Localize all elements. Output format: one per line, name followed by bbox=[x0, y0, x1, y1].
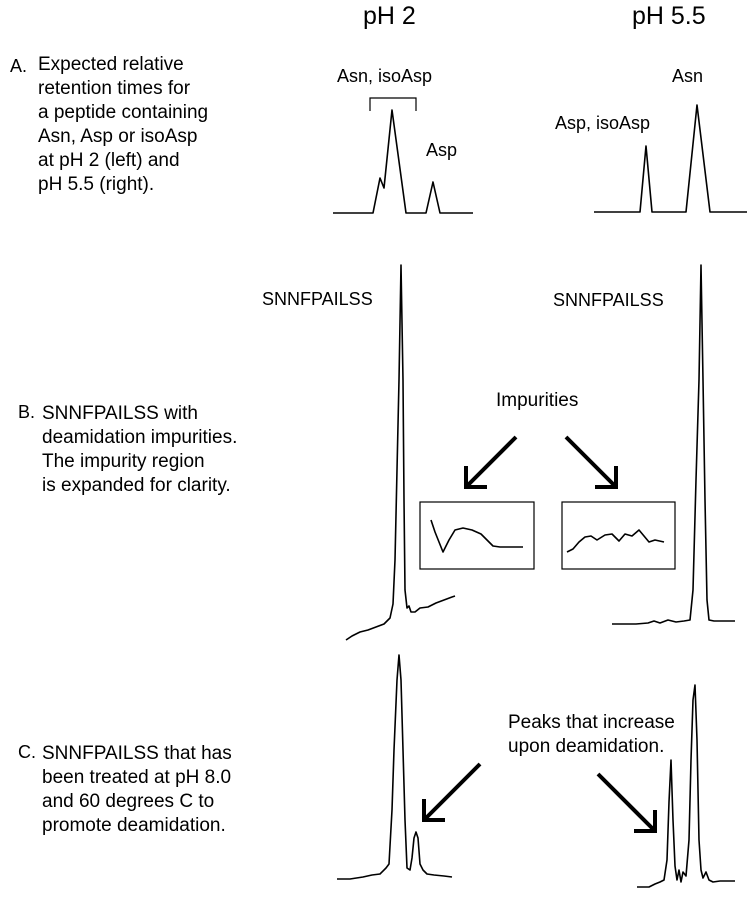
panel-a-bracket bbox=[369, 97, 417, 111]
panel-b-description: SNNFPAILSS with deamidation impurities. … bbox=[42, 403, 238, 496]
panel-b-ph55-chromatogram bbox=[612, 264, 735, 625]
panel-a-label-asp: Asp bbox=[426, 140, 458, 160]
peaks-increase-label: Peaks that increase upon deamidation. bbox=[508, 712, 675, 757]
panel-a-ph55-trace bbox=[594, 104, 747, 213]
panel-b-left-peak-label: SNNFPAILSS bbox=[262, 289, 373, 309]
header-ph55: pH 5.5 bbox=[632, 2, 706, 30]
peaks-arrow-right bbox=[596, 772, 657, 833]
peaks-arrow-left bbox=[422, 762, 482, 822]
impurities-arrow-left bbox=[464, 435, 518, 489]
impurity-box-ph2 bbox=[419, 501, 535, 570]
panel-c-letter: C. bbox=[18, 742, 36, 762]
panel-a-label-asp-isoasp: Asp, isoAsp bbox=[555, 113, 651, 133]
panel-b-right-peak-label: SNNFPAILSS bbox=[553, 290, 664, 310]
impurities-arrow-right bbox=[564, 435, 618, 489]
panel-a-letter: A. bbox=[10, 56, 28, 76]
impurities-label: Impurities bbox=[496, 390, 579, 411]
panel-c-ph55-chromatogram bbox=[637, 684, 735, 888]
panel-a-label-asn-isoasp: Asn, isoAsp bbox=[337, 66, 433, 86]
panel-a-label-asn: Asn bbox=[672, 66, 704, 86]
impurity-trace-ph55 bbox=[566, 529, 665, 553]
panel-c-description: SNNFPAILSS that has been treated at pH 8… bbox=[42, 743, 232, 836]
panel-b-letter: B. bbox=[18, 402, 36, 422]
impurity-box-ph55 bbox=[561, 501, 676, 570]
impurity-trace-ph2 bbox=[430, 519, 523, 553]
panel-b-ph2-chromatogram bbox=[345, 264, 456, 641]
panel-a-description: Expected relative retention times for a … bbox=[38, 54, 209, 195]
header-ph2: pH 2 bbox=[363, 2, 416, 30]
panel-a-ph2-trace bbox=[333, 109, 473, 214]
panel-c-ph2-chromatogram bbox=[337, 654, 453, 880]
